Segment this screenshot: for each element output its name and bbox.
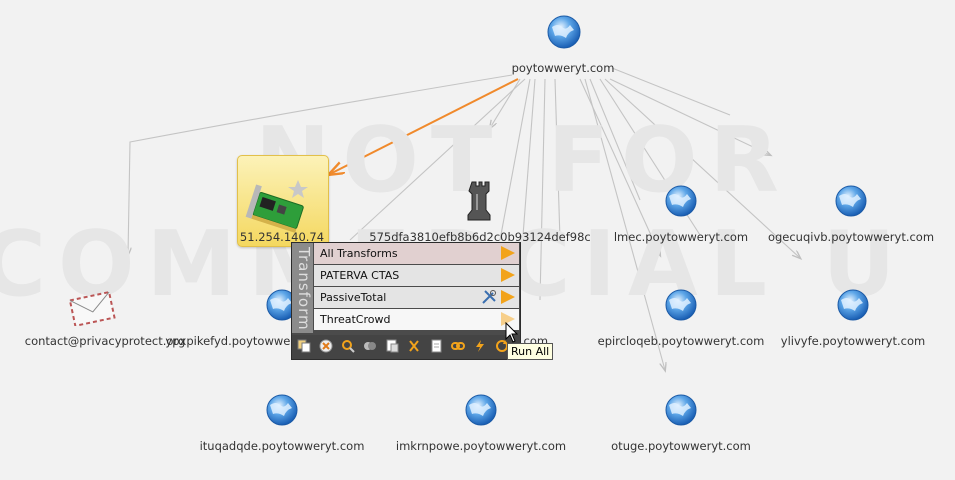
globe-icon bbox=[835, 185, 867, 217]
node-label: ylivyfe.poytowweryt.com bbox=[780, 334, 926, 348]
run-all-tooltip: Run All bbox=[507, 343, 554, 360]
node-label: ogecuqivb.poytowweryt.com bbox=[767, 230, 935, 244]
email-node[interactable] bbox=[68, 290, 116, 330]
domain-node[interactable] bbox=[834, 184, 868, 222]
domain-node[interactable] bbox=[265, 393, 299, 431]
run-arrow-icon[interactable] bbox=[501, 290, 515, 304]
watermark-line-1: NOT FOR bbox=[255, 108, 791, 213]
domain-node[interactable] bbox=[836, 288, 870, 326]
globe-icon bbox=[266, 394, 298, 426]
run-arrow-icon[interactable] bbox=[501, 268, 515, 282]
menu-item-label: PassiveTotal bbox=[320, 291, 387, 304]
hash-node-label: 575dfa3810efb8b6d2c0b93124def98c bbox=[369, 230, 591, 244]
node-label: otuge.poytowweryt.com bbox=[611, 439, 751, 453]
menu-item-label: ThreatCrowd bbox=[320, 313, 391, 326]
menu-item-passivetotal[interactable]: PassiveTotal bbox=[314, 287, 519, 308]
delete-icon[interactable] bbox=[319, 339, 333, 353]
globe-icon bbox=[665, 394, 697, 426]
menu-item-threatcrowd[interactable]: ThreatCrowd bbox=[314, 309, 519, 330]
selected-ip-label: 51.254.140.74 bbox=[239, 230, 325, 244]
star-icon bbox=[288, 180, 308, 198]
merge-icon[interactable] bbox=[363, 339, 377, 353]
search-icon[interactable] bbox=[341, 339, 355, 353]
link-icon[interactable] bbox=[451, 339, 465, 353]
domain-node[interactable] bbox=[664, 288, 698, 326]
node-label: lmec.poytowweryt.com bbox=[613, 230, 749, 244]
globe-icon bbox=[665, 185, 697, 217]
node-label: contact@privacyprotect.org bbox=[24, 334, 186, 348]
domain-node[interactable] bbox=[464, 393, 498, 431]
globe-icon bbox=[547, 15, 581, 49]
edges bbox=[128, 67, 800, 370]
transform-side-tab: Transform bbox=[292, 243, 313, 333]
envelope-icon bbox=[68, 290, 116, 328]
globe-icon bbox=[465, 394, 497, 426]
run-arrow-icon[interactable] bbox=[501, 246, 515, 260]
transform-context-menu: Transform All Transforms PATERVA CTAS Pa… bbox=[291, 242, 521, 360]
menu-item-paterva-ctas[interactable]: PATERVA CTAS bbox=[314, 265, 519, 286]
network-card-icon bbox=[245, 180, 308, 233]
globe-icon bbox=[665, 289, 697, 321]
root-node[interactable] bbox=[546, 14, 582, 54]
domain-node[interactable] bbox=[664, 393, 698, 431]
domain-node[interactable] bbox=[664, 184, 698, 222]
context-toolbar bbox=[292, 335, 520, 359]
root-node-label: poytowweryt.com bbox=[511, 61, 615, 75]
copy-icon[interactable] bbox=[297, 339, 311, 353]
node-label: imkrnpowe.poytowweryt.com bbox=[395, 439, 567, 453]
transform-side-title: Transform bbox=[295, 247, 313, 331]
hash-node[interactable] bbox=[466, 180, 494, 228]
menu-item-label: PATERVA CTAS bbox=[320, 269, 400, 282]
run-transform-icon[interactable] bbox=[473, 339, 487, 353]
globe-icon bbox=[837, 289, 869, 321]
document-icon[interactable] bbox=[429, 339, 443, 353]
paste-icon[interactable] bbox=[385, 339, 399, 353]
cut-icon[interactable] bbox=[407, 339, 421, 353]
node-label: epircloqeb.poytowweryt.com bbox=[597, 334, 765, 348]
run-arrow-icon[interactable] bbox=[501, 312, 515, 326]
chess-rook-icon bbox=[467, 181, 491, 221]
menu-item-label: All Transforms bbox=[320, 247, 398, 260]
menu-item-all-transforms[interactable]: All Transforms bbox=[314, 243, 519, 264]
tools-icon[interactable] bbox=[481, 289, 497, 305]
selected-ip-node[interactable] bbox=[237, 155, 329, 247]
mouse-cursor-icon bbox=[505, 322, 519, 343]
node-label: ituqadqde.poytowweryt.com bbox=[199, 439, 365, 453]
